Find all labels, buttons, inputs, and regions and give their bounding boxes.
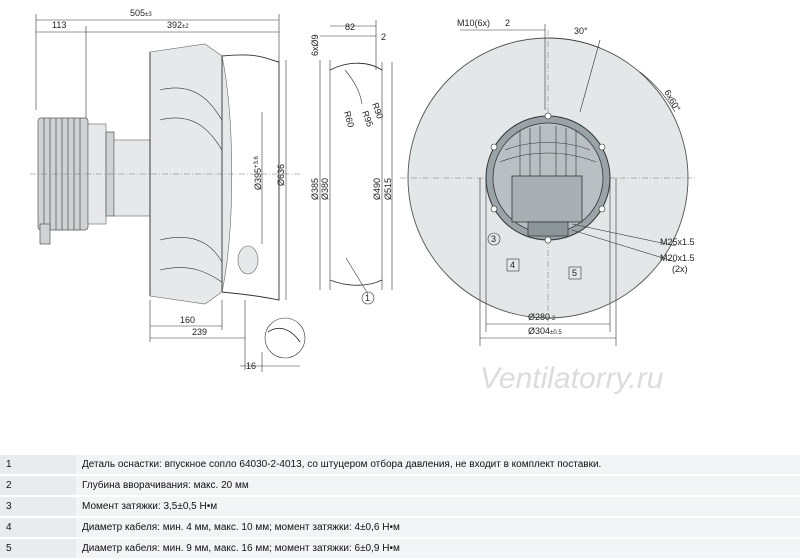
- callout-1: 1: [365, 293, 370, 303]
- dim-160: 160: [180, 315, 195, 325]
- callout-4: 4: [510, 260, 515, 270]
- dim-304: Ø304±0.5: [528, 326, 562, 336]
- notes-table: 1 Деталь оснастки: впускное сопло 64030-…: [0, 455, 800, 560]
- table-row: 2 Глубина вворачивания: макс. 20 мм: [0, 475, 800, 497]
- dim-636: Ø636: [276, 164, 286, 186]
- dim-m25: M25x1.5: [660, 237, 695, 247]
- dim-6x9: 6xØ9: [310, 34, 320, 56]
- note-text: Диаметр кабеля: мин. 4 мм, макс. 10 мм; …: [76, 517, 800, 539]
- dim-30deg: 30°: [574, 26, 588, 36]
- dim-380: Ø380: [320, 178, 330, 200]
- dim-490: Ø490: [372, 178, 382, 200]
- note-number: 2: [0, 475, 76, 497]
- dim-82: 82: [345, 22, 355, 32]
- note-number: 4: [0, 517, 76, 539]
- dim-16: 16: [246, 361, 256, 371]
- dim-2b: 2: [505, 18, 510, 28]
- table-row: 3 Момент затяжки: 3,5±0,5 Н•м: [0, 496, 800, 518]
- table-row: 5 Диаметр кабеля: мин. 9 мм, макс. 16 мм…: [0, 538, 800, 560]
- note-number: 3: [0, 496, 76, 518]
- dim-2a: 2: [381, 32, 386, 42]
- dim-113: 113: [52, 20, 66, 30]
- dim-505: 505±3: [130, 8, 152, 18]
- dim-m10: M10(6x): [457, 18, 490, 28]
- technical-drawing: 505±3 392±2 113: [30, 8, 696, 395]
- bolt-holes: [490, 112, 606, 244]
- note-number: 1: [0, 455, 76, 476]
- front-view: M10(6x) 2 30° 6x60° M25x1.5 M20x1.5 (2x)…: [400, 18, 696, 346]
- note-text: Глубина вворачивания: макс. 20 мм: [76, 475, 800, 497]
- dim-r60: R60: [342, 110, 356, 129]
- note-text: Диаметр кабеля: мин. 9 мм, макс. 16 мм; …: [76, 538, 800, 560]
- dim-385: Ø385: [310, 178, 320, 200]
- table-row: 4 Диаметр кабеля: мин. 4 мм, макс. 10 мм…: [0, 517, 800, 539]
- callout-5: 5: [572, 268, 577, 278]
- dim-392: 392±2: [167, 20, 189, 30]
- dim-280: Ø280-2: [528, 312, 556, 322]
- note-text: Момент затяжки: 3,5±0,5 Н•м: [76, 496, 800, 518]
- dim-515: Ø515: [383, 178, 393, 200]
- dim-m20-count: (2x): [672, 264, 688, 274]
- callout-3: 3: [491, 234, 496, 244]
- note-number: 5: [0, 538, 76, 560]
- dim-m20: M20x1.5: [660, 253, 695, 263]
- note-text: Деталь оснастки: впускное сопло 64030-2-…: [76, 455, 800, 476]
- table-row: 1 Деталь оснастки: впускное сопло 64030-…: [0, 455, 800, 476]
- section-view: 82 2 6xØ9 R95 R90 R60 Ø385 Ø380 Ø490 Ø51…: [310, 20, 393, 305]
- dim-395: Ø395+3.6: [253, 155, 263, 190]
- watermark: Ventilatorry.ru: [480, 362, 664, 395]
- side-view: 505±3 392±2 113: [30, 8, 306, 372]
- dim-239: 239: [192, 327, 207, 337]
